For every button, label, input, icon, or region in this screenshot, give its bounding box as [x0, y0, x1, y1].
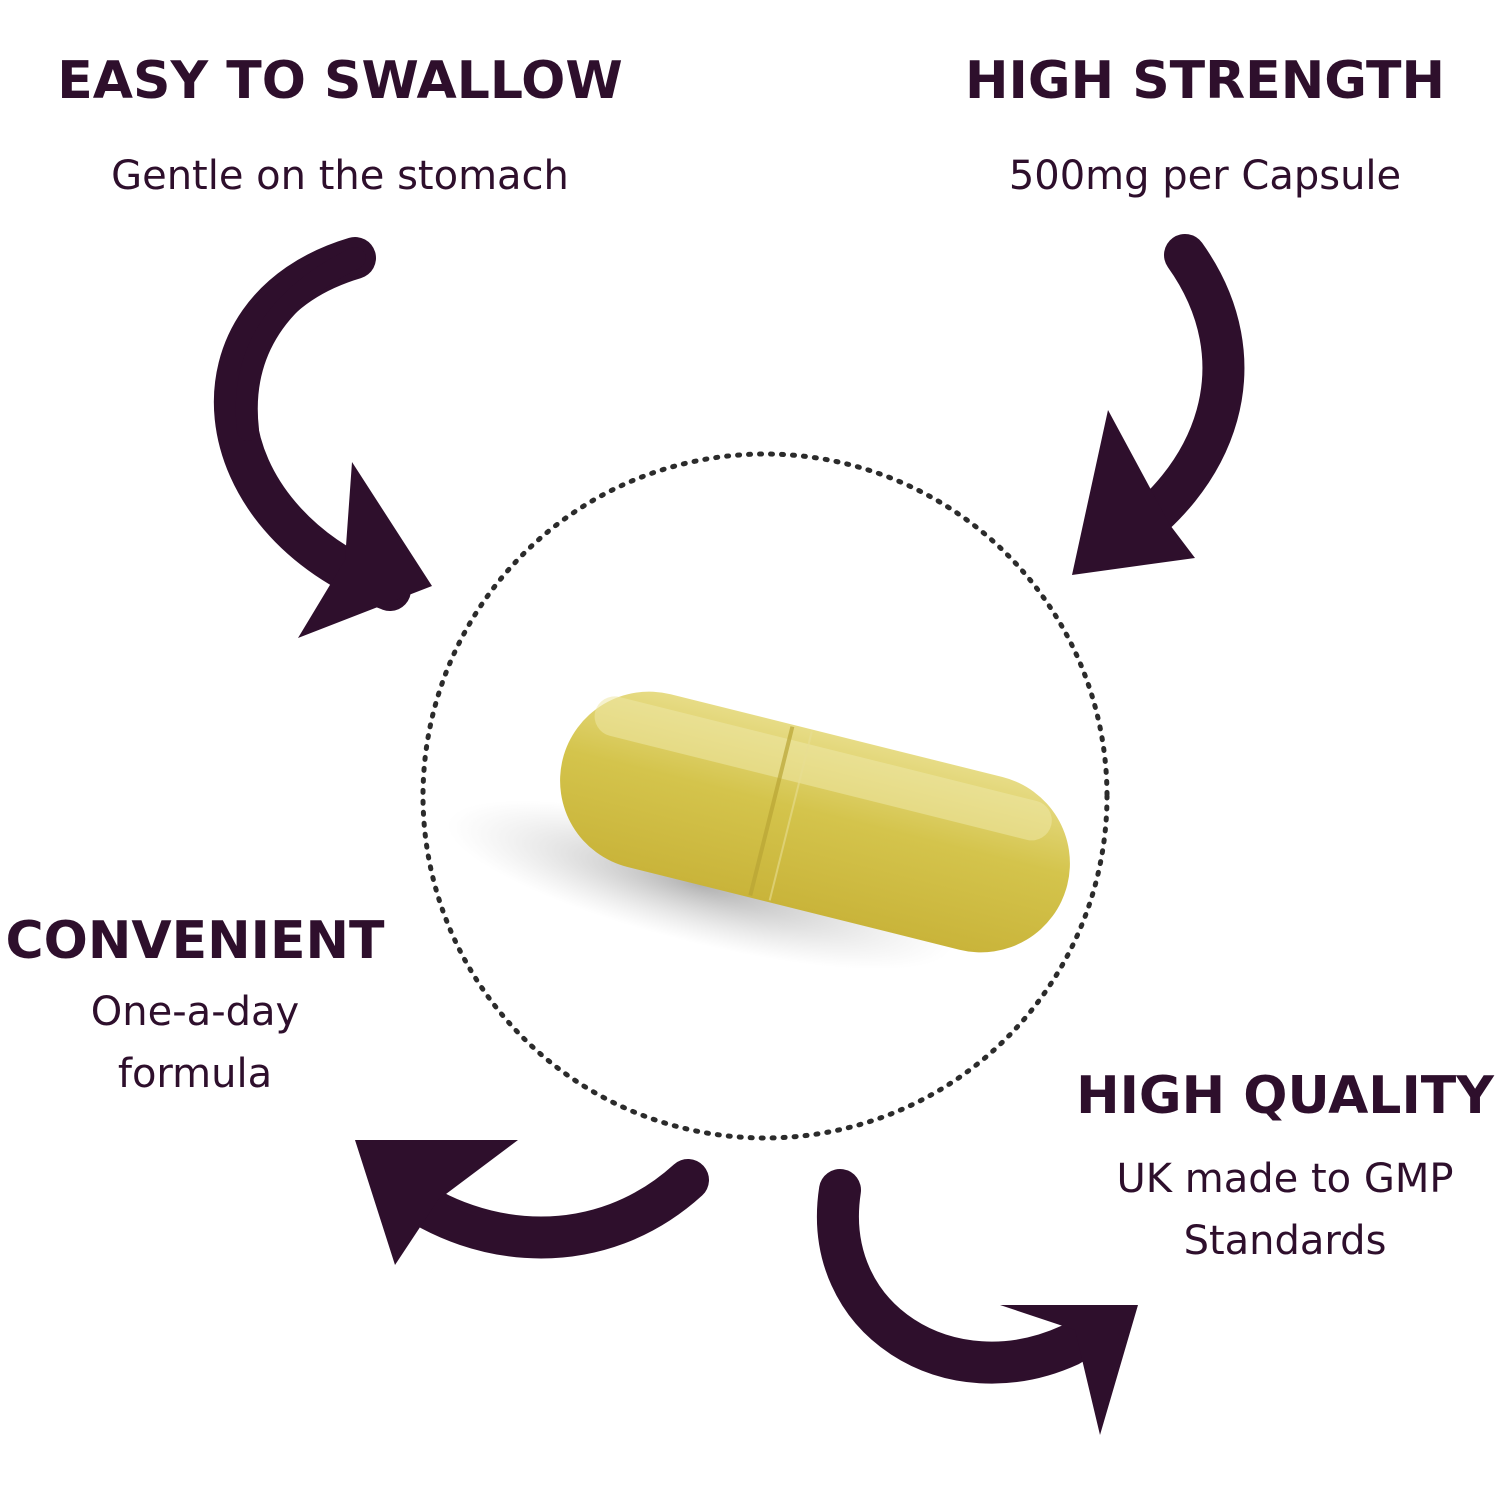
feature-title: EASY TO SWALLOW	[57, 51, 623, 111]
feature-title: HIGH STRENGTH	[965, 51, 1445, 111]
feature-subtitle: UK made to GMP Standards	[1070, 1148, 1500, 1272]
feature-convenient: CONVENIENT One-a-day formula	[0, 915, 390, 1105]
arrow-head	[1000, 1305, 1138, 1435]
dotted-circle	[420, 451, 1110, 1141]
feature-high-strength: HIGH STRENGTH 500mg per Capsule	[905, 55, 1500, 207]
capsule-icon	[560, 691, 1070, 953]
feature-subtitle: 500mg per Capsule	[1008, 153, 1402, 199]
arrow-head	[355, 1140, 518, 1265]
feature-easy-to-swallow: EASY TO SWALLOW Gentle on the stomach	[30, 55, 650, 207]
feature-subtitle: One-a-day formula	[0, 981, 390, 1105]
feature-title: HIGH QUALITY	[1076, 1066, 1494, 1126]
arrow-head	[298, 462, 432, 638]
feature-high-quality: HIGH QUALITY UK made to GMP Standards	[1070, 1070, 1500, 1272]
feature-subtitle: Gentle on the stomach	[111, 153, 569, 199]
feature-subtitle-line: Standards	[1183, 1218, 1387, 1264]
feature-subtitle-line: formula	[117, 1051, 273, 1097]
arrow-head	[1072, 410, 1195, 575]
feature-subtitle-line: UK made to GMP	[1116, 1156, 1454, 1202]
curved-arrow-icon	[214, 237, 411, 611]
feature-title: CONVENIENT	[5, 911, 385, 971]
curved-arrow-icon	[817, 1169, 1091, 1384]
feature-subtitle-line: One-a-day	[90, 989, 300, 1035]
curved-arrow-icon	[379, 1159, 709, 1259]
